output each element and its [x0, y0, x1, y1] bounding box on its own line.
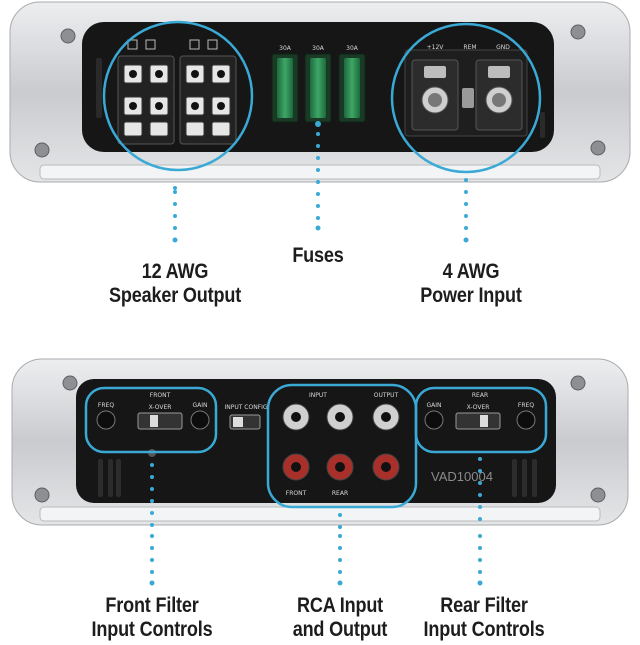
rear-section-label: REAR: [472, 392, 488, 399]
rca-jacks: [282, 403, 400, 481]
top-callout-leaders: [172, 190, 469, 243]
bottom-callout-leaders: [149, 534, 483, 586]
callout-front-filter-line-1: Front Filter: [105, 594, 199, 617]
rear-filter-highlight: [414, 386, 548, 454]
callout-rca-line-1: RCA Input: [296, 594, 384, 617]
power-input-highlight-circle: [390, 22, 542, 174]
power-label-12v: +12V: [427, 44, 445, 51]
callout-rear-filter-line-2: Input Controls: [423, 618, 545, 641]
callout-rca: RCA Input and Output: [254, 594, 426, 642]
front-section-label: FRONT: [150, 392, 171, 399]
callout-fuses-line-1: Fuses: [292, 244, 344, 267]
rear-freq-label: FREQ: [518, 402, 534, 409]
rca-output-label: OUTPUT: [374, 392, 399, 399]
fuse-rating-2: 30A: [312, 45, 325, 52]
callout-power-input-line-1: 4 AWG: [442, 260, 500, 283]
callout-power-input: 4 AWG Power Input: [385, 260, 557, 308]
amplifier-bottom-panel-image: FRONT FREQ X-OVER GAIN INPUT CONFIG INPU…: [11, 358, 629, 529]
fuse-rating-1: 30A: [279, 45, 292, 52]
front-freq-label: FREQ: [98, 402, 114, 409]
callout-speaker-output: 12 AWG Speaker Output: [89, 260, 261, 308]
front-xover-label: X-OVER: [149, 404, 172, 411]
front-filter-highlight: [84, 386, 218, 454]
callout-rear-filter: Rear Filter Input Controls: [398, 594, 570, 642]
fuse-holder: [271, 53, 366, 123]
front-gain-label: GAIN: [192, 402, 207, 409]
rca-highlight: [266, 383, 418, 509]
input-config-label: INPUT CONFIG: [224, 404, 267, 411]
control-panel: [76, 379, 556, 503]
callout-speaker-output-line-2: Speaker Output: [108, 284, 242, 307]
rca-front-label: FRONT: [286, 490, 307, 497]
callout-power-input-line-2: Power Input: [420, 284, 522, 307]
power-label-rem: REM: [463, 44, 476, 51]
callout-front-filter: Front Filter Input Controls: [66, 594, 238, 642]
model-name: VAD10004: [431, 469, 493, 484]
rca-rear-label: REAR: [332, 490, 348, 497]
rear-xover-label: X-OVER: [467, 404, 490, 411]
fuse-rating-3: 30A: [346, 45, 359, 52]
callout-speaker-output-line-1: 12 AWG: [141, 260, 209, 283]
rear-gain-label: GAIN: [426, 402, 441, 409]
power-label-gnd: GND: [496, 44, 510, 51]
callout-rear-filter-line-1: Rear Filter: [440, 594, 528, 617]
amplifier-top-panel-image: 30A 30A 30A +12V REM GND: [9, 1, 631, 190]
speaker-output-highlight-circle: [102, 20, 254, 172]
rca-input-label: INPUT: [309, 392, 327, 399]
callout-front-filter-line-2: Input Controls: [91, 618, 213, 641]
callout-rca-line-2: and Output: [292, 618, 388, 641]
power-terminal-block: [404, 49, 528, 137]
callout-fuses: Fuses: [258, 244, 378, 268]
